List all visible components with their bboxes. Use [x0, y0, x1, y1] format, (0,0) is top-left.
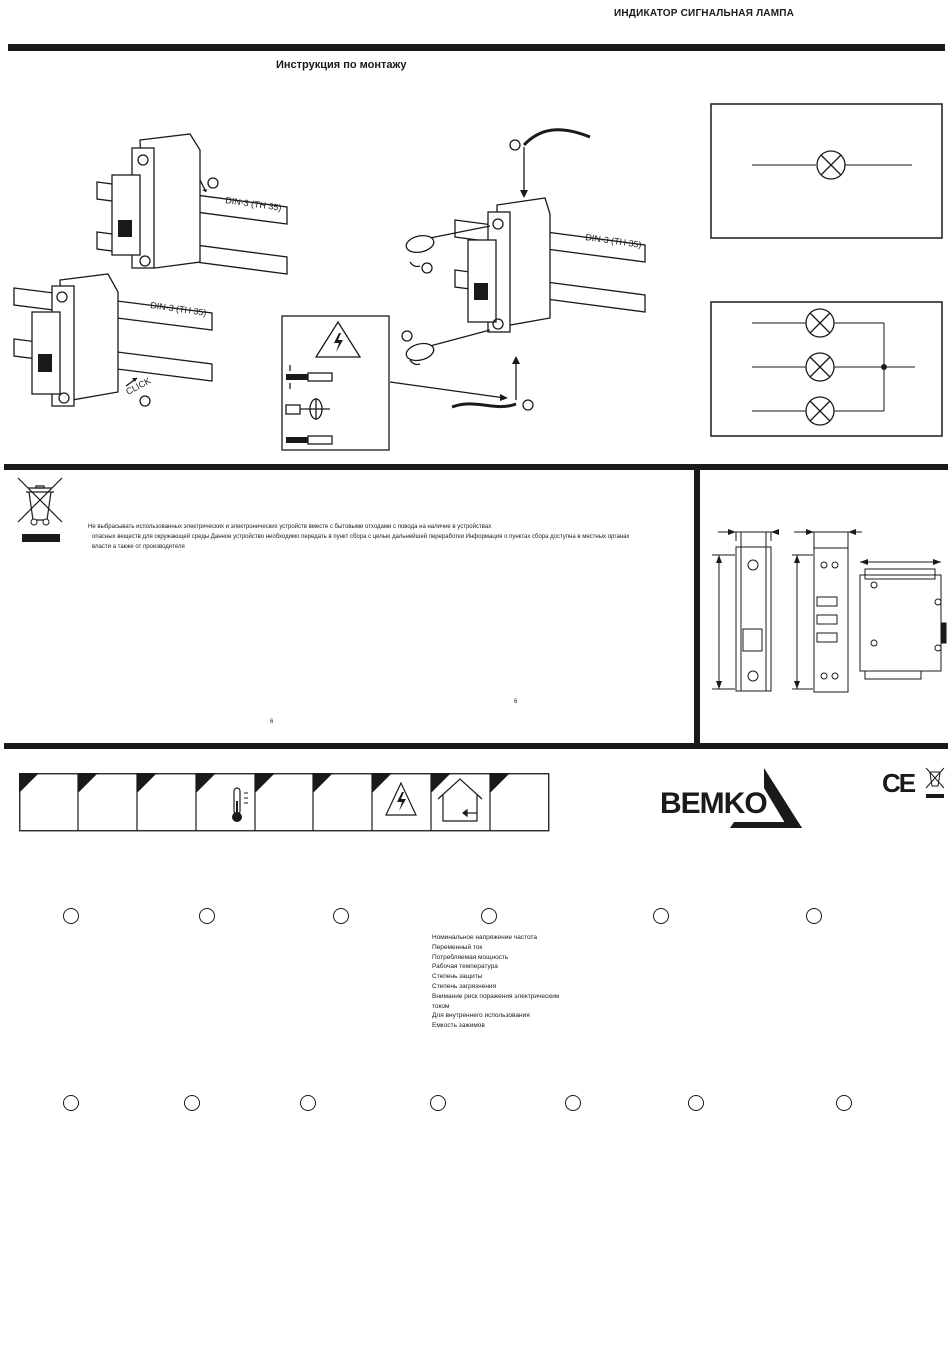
triple-lamp-diagram [710, 301, 943, 437]
footnote-b: 6 [270, 719, 274, 725]
language-marker-1 [63, 908, 79, 924]
middle-divider-top [4, 464, 948, 470]
middle-divider-vertical [694, 470, 700, 747]
module-wiring: DIN-3 (TH 35) [389, 128, 646, 411]
language-marker-7 [63, 1095, 79, 1111]
language-marker-12 [688, 1095, 704, 1111]
language-marker-13 [836, 1095, 852, 1111]
language-marker-3 [333, 908, 349, 924]
footnote-a: 6 [514, 699, 518, 705]
ce-mark: CE [882, 768, 916, 798]
mounting-illustration: DIN-3 (TH 35) DIN-3 (TH 35) CLICK DIN-3 … [13, 128, 646, 451]
brand-logo-text: BEMKO [660, 787, 767, 820]
spec-item: Потребляемая мощность [432, 953, 509, 961]
module-on-rail-bottom: DIN-3 (TH 35) CLICK [13, 273, 213, 407]
spec-item: Внимание риск поражения электрическим [432, 992, 560, 1000]
language-marker-6 [806, 908, 822, 924]
indoor-use-icon [437, 778, 483, 822]
language-marker-4 [481, 908, 497, 924]
disposal-line-2: опасных веществ для окружающей среды Дан… [92, 534, 630, 540]
wire-stripping-box [281, 315, 390, 451]
spec-item: Степень загрязнения [432, 982, 497, 990]
weee-mini-icon [925, 767, 945, 798]
spec-item: Для внутреннего использования [432, 1012, 530, 1020]
single-lamp-diagram [710, 103, 943, 239]
top-divider [8, 44, 945, 51]
language-marker-10 [430, 1095, 446, 1111]
symbol-strip [19, 773, 550, 832]
spec-list: Номинальное напряжение частота Переменны… [432, 933, 559, 1031]
spec-item: Номинальное напряжение частота [432, 934, 537, 941]
language-marker-11 [565, 1095, 581, 1111]
language-marker-2 [199, 908, 215, 924]
bemko-logo: BEMKO [660, 768, 802, 828]
middle-divider-bottom [4, 743, 948, 749]
language-marker-8 [184, 1095, 200, 1111]
language-marker-5 [653, 908, 669, 924]
spec-item: Емкость зажимов [432, 1022, 485, 1030]
spec-item: Рабочая температура [432, 963, 498, 971]
spec-item: Переменный ток [432, 943, 483, 951]
high-voltage-icon [385, 781, 417, 816]
language-marker-9 [300, 1095, 316, 1111]
spec-item: током [432, 1002, 450, 1010]
weee-bin-icon [17, 477, 63, 542]
spec-item: Степень защиты [432, 973, 483, 981]
disposal-text: Не выбрасывать использованных электричес… [88, 522, 688, 552]
thermometer-icon [232, 787, 248, 822]
disposal-line-3: власти а также от производителя [92, 544, 185, 550]
document-title: ИНДИКАТОР СИГНАЛЬНАЯ ЛАМПА [614, 8, 795, 19]
dimension-drawings [712, 529, 947, 693]
module-on-rail-top: DIN-3 (TH 35) [96, 133, 288, 275]
mounting-instructions-heading: Инструкция по монтажу [276, 59, 407, 71]
click-label: CLICK [124, 375, 152, 396]
disposal-line-1: Не выбрасывать использованных электричес… [88, 524, 492, 530]
